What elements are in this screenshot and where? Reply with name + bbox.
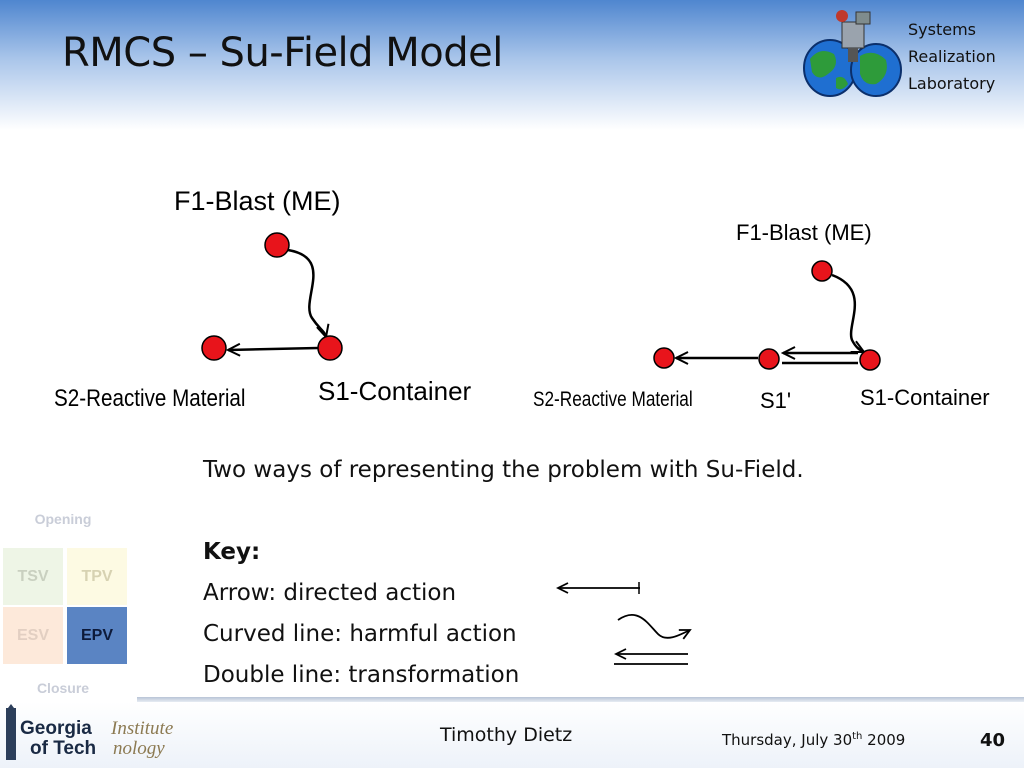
gt-logo-nology: nology xyxy=(113,738,165,759)
key-arrow-text: Arrow: directed action xyxy=(203,580,457,606)
right-field-label: F1-Blast (ME) xyxy=(736,220,872,245)
nav-closure[interactable]: Closure xyxy=(36,680,90,696)
page-number: 40 xyxy=(980,730,1006,751)
key-title: Key: xyxy=(203,539,261,565)
key-curved-text: Curved line: harmful action xyxy=(203,621,517,647)
nav-tpv[interactable]: TPV xyxy=(67,548,127,605)
lab-name-line3: Laboratory xyxy=(908,74,996,93)
left-field-node xyxy=(264,232,290,258)
left-s1-label: S1-Container xyxy=(318,376,472,406)
nav-epv[interactable]: EPV xyxy=(67,607,127,664)
footer-author: Timothy Dietz xyxy=(440,724,573,746)
left-s2-label: S2-Reactive Material xyxy=(54,385,245,412)
footer-date: Thursday, July 30th 2009 xyxy=(722,731,905,749)
footer-date-suffix: 2009 xyxy=(862,731,906,749)
right-s1-node xyxy=(859,349,881,371)
right-harmful-action-curve xyxy=(831,273,864,354)
right-field-node xyxy=(811,260,833,282)
right-s1-prime-node xyxy=(758,348,780,370)
left-s1-node xyxy=(317,335,343,361)
footer-date-sup: th xyxy=(852,731,863,742)
gt-logo-oftech: of Tech xyxy=(30,738,96,759)
right-s1-prime-label: S1' xyxy=(760,388,791,413)
right-su-field-model: F1-Blast (ME) S1-Container S1' S2-Reacti… xyxy=(533,220,990,413)
left-field-label: F1-Blast (ME) xyxy=(174,186,341,216)
footer-date-prefix: Thursday, July 30 xyxy=(722,731,853,749)
su-field-diagram: F1-Blast (ME) S1-Container S2-Reactive M… xyxy=(54,186,990,413)
description-summary: Two ways of representing the problem wit… xyxy=(203,457,804,483)
key-double-text: Double line: transformation xyxy=(203,662,520,688)
slide-title: RMCS – Su-Field Model xyxy=(62,30,503,76)
left-su-field-model: F1-Blast (ME) S1-Container S2-Reactive M… xyxy=(54,186,472,411)
right-s2-node xyxy=(653,347,675,369)
gt-logo-georgia: Georgia xyxy=(20,718,92,739)
georgia-tech-logo-icon: Georgia Institute of Tech nology xyxy=(6,704,173,760)
gt-logo-institute: Institute xyxy=(110,718,173,739)
left-directed-action-arrow xyxy=(228,348,319,350)
right-s1-label: S1-Container xyxy=(860,385,990,410)
nav-opening[interactable]: Opening xyxy=(34,511,92,527)
lab-name: Systems Realization Laboratory xyxy=(908,16,996,97)
key-curve-symbol xyxy=(617,613,690,638)
left-s2-node xyxy=(201,335,227,361)
description-text: Two ways of representing the problem wit… xyxy=(203,450,804,696)
globe-logo-icon xyxy=(803,10,902,97)
right-s2-label: S2-Reactive Material xyxy=(533,389,693,412)
nav-esv[interactable]: ESV xyxy=(3,607,63,664)
nav-tsv[interactable]: TSV xyxy=(3,548,63,605)
footer-divider xyxy=(137,697,1024,702)
lab-name-line2: Realization xyxy=(908,47,996,66)
footer-bar xyxy=(0,702,1024,768)
lab-name-line1: Systems xyxy=(908,20,976,39)
left-harmful-action-curve xyxy=(287,248,326,337)
key-symbols xyxy=(540,582,710,665)
